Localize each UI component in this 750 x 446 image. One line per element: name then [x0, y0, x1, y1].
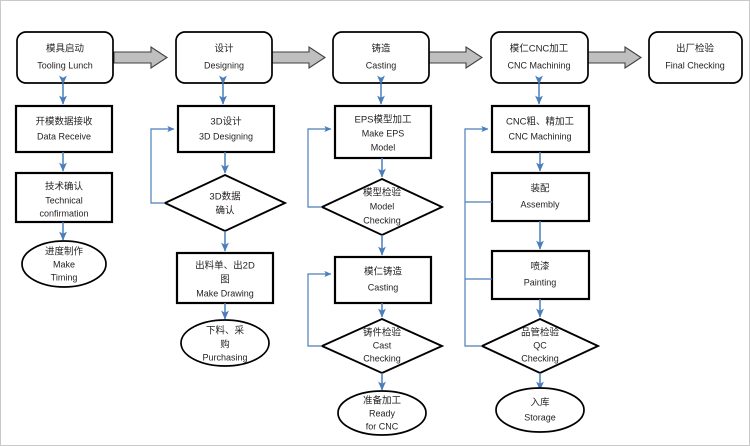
n-painting-cn: 喷漆: [530, 261, 550, 273]
link-qc-check-rework-trunk: [464, 125, 489, 347]
n-model-check[interactable]: 模型检验 Model Checking: [319, 177, 445, 237]
n-technical[interactable]: 技术确认 Technical confirmation: [14, 171, 114, 224]
n-technical-en2: confirmation: [39, 208, 88, 218]
n-3d-design-cn: 3D设计: [210, 116, 242, 128]
n-purchasing-cn2: 购: [220, 339, 230, 351]
band-design-en: Designing: [204, 60, 244, 70]
n-eps-model-cn: EPS模型加工: [354, 114, 412, 126]
n-core-casting[interactable]: 模仁铸造 Casting: [333, 255, 433, 305]
link-3d-confirm-reject-loop: [150, 125, 175, 204]
n-data-receive-cn: 开模数据接收: [35, 116, 93, 128]
band-cnc-cn: 模仁CNC加工: [510, 43, 569, 55]
n-3d-confirm-cn: 3D数据: [209, 191, 241, 203]
n-core-casting-cn: 模仁铸造: [364, 266, 403, 278]
n-make-drawing-cn2: 图: [220, 275, 230, 286]
link-cast-check-reject-loop: [307, 270, 332, 347]
n-assembly-en: Assembly: [520, 199, 560, 209]
n-3d-design-en: 3D Designing: [199, 131, 253, 141]
n-ready-cnc-cn: 准备加工: [363, 395, 402, 407]
link-model-check-reject-loop: [307, 125, 332, 208]
n-3d-confirm-cn2: 确认: [215, 205, 235, 217]
band-cnc-en: CNC Machining: [507, 60, 570, 70]
n-make-timing-en2: Timing: [51, 272, 78, 282]
n-make-timing[interactable]: 进度制作 Make Timing: [21, 240, 107, 288]
n-make-drawing-cn: 出料单、出2D: [195, 260, 255, 272]
n-ready-cnc-en2: for CNC: [366, 421, 399, 431]
n-technical-en: Technical: [45, 195, 83, 205]
n-cnc-machining-en: CNC Machining: [508, 131, 571, 141]
n-ready-cnc[interactable]: 准备加工 Ready for CNC: [337, 390, 427, 436]
band-tooling[interactable]: 模具启动 Tooling Lunch: [16, 31, 114, 84]
n-storage-cn: 入库: [530, 397, 550, 409]
n-make-drawing-en: Make Drawing: [196, 288, 254, 298]
n-cast-check[interactable]: 铸件检验 Cast Checking: [319, 317, 445, 375]
n-qc-check-cn: 品管检验: [521, 327, 560, 339]
n-cnc-machining[interactable]: CNC粗、精加工 CNC Machining: [490, 104, 591, 154]
band-arrow-3: [428, 45, 484, 70]
band-final[interactable]: 出厂检验 Final Checking: [648, 31, 743, 84]
band-arrow-4: [587, 45, 643, 70]
band-arrow-2: [271, 45, 327, 70]
n-storage-en: Storage: [524, 412, 556, 422]
n-model-check-en: Model: [370, 201, 395, 211]
n-painting-en: Painting: [524, 277, 557, 287]
n-qc-check-en: QC: [533, 340, 547, 350]
n-model-check-en2: Checking: [363, 215, 401, 225]
band-casting-cn: 铸造: [371, 43, 391, 55]
band-final-cn: 出厂检验: [676, 43, 715, 55]
n-purchasing[interactable]: 下料、采 购 Purchasing: [180, 319, 270, 367]
n-purchasing-en: Purchasing: [202, 352, 247, 362]
n-assembly-cn: 装配: [530, 183, 550, 195]
n-data-receive[interactable]: 开模数据接收 Data Receive: [14, 104, 114, 154]
band-tooling-en: Tooling Lunch: [37, 60, 93, 70]
band-casting[interactable]: 铸造 Casting: [332, 31, 430, 84]
band-casting-en: Casting: [366, 60, 397, 70]
n-cnc-machining-cn: CNC粗、精加工: [506, 116, 575, 128]
n-technical-cn: 技术确认: [45, 181, 84, 193]
n-eps-model-en2: Model: [371, 142, 396, 152]
n-cast-check-en2: Checking: [363, 353, 401, 363]
band-design-cn: 设计: [214, 43, 234, 55]
band-arrow-1: [113, 45, 169, 70]
n-assembly[interactable]: 装配 Assembly: [490, 171, 591, 223]
n-ready-cnc-en: Ready: [369, 408, 396, 418]
n-make-timing-cn: 进度制作: [45, 246, 84, 258]
band-tooling-cn: 模具启动: [46, 43, 84, 55]
n-purchasing-cn: 下料、采: [206, 325, 245, 337]
n-core-casting-en: Casting: [368, 282, 399, 292]
n-data-receive-en: Data Receive: [37, 131, 91, 141]
n-eps-model-en: Make EPS: [362, 128, 405, 138]
n-eps-model[interactable]: EPS模型加工 Make EPS Model: [333, 104, 433, 160]
n-qc-check[interactable]: 品管检验 QC Checking: [479, 317, 601, 375]
band-cnc[interactable]: 模仁CNC加工 CNC Machining: [490, 31, 589, 84]
n-painting[interactable]: 喷漆 Painting: [490, 249, 591, 301]
band-final-en: Final Checking: [665, 60, 725, 70]
band-design[interactable]: 设计 Designing: [175, 31, 273, 84]
n-make-drawing[interactable]: 出料单、出2D 图 Make Drawing: [175, 251, 275, 305]
n-qc-check-en2: Checking: [521, 353, 559, 363]
n-3d-design[interactable]: 3D设计 3D Designing: [176, 104, 276, 154]
n-make-timing-en: Make: [53, 259, 75, 269]
n-storage[interactable]: 入库 Storage: [495, 387, 585, 433]
n-cast-check-cn: 铸件检验: [363, 327, 402, 339]
n-cast-check-en: Cast: [373, 340, 392, 350]
n-3d-confirm[interactable]: 3D数据 确认: [162, 173, 288, 233]
n-model-check-cn: 模型检验: [363, 187, 402, 199]
